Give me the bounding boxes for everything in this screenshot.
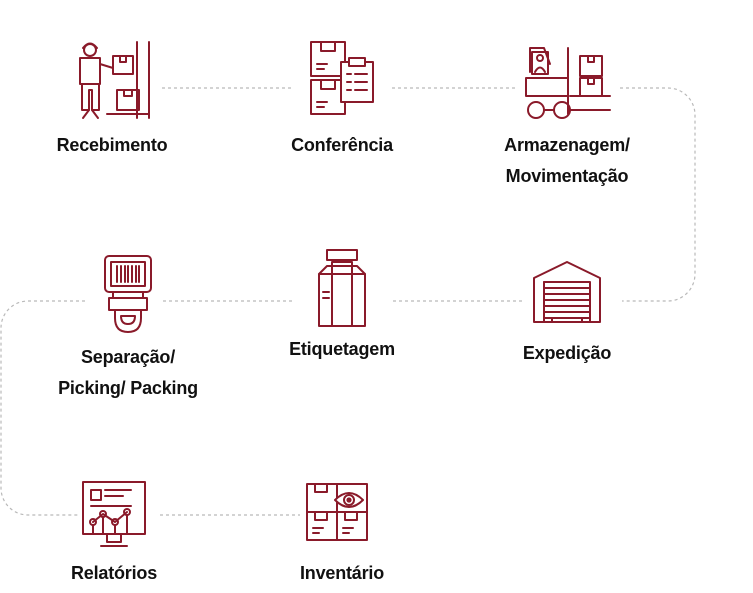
step-label: Etiquetagem: [289, 339, 395, 359]
tape-box-icon: [318, 249, 366, 327]
step-recebimento: Recebimento: [22, 38, 202, 161]
report-screen-icon: [82, 481, 146, 547]
step-inventario: Inventário: [252, 476, 432, 589]
step-etiquetagem: Etiquetagem: [252, 248, 432, 365]
step-label: Conferência: [291, 135, 393, 155]
step-label: Recebimento: [56, 135, 168, 155]
warehouse-icon: [533, 261, 601, 323]
step-label: Separação/ Picking/ Packing: [58, 347, 198, 398]
step-separacao: Separação/ Picking/ Packing: [38, 252, 218, 404]
forklift-icon: [525, 47, 611, 119]
worker-boxes-icon: [79, 41, 150, 119]
step-label: Inventário: [299, 563, 385, 583]
boxes-clipboard-icon: [310, 41, 374, 115]
barcode-scanner-icon: [104, 255, 152, 333]
step-conferencia: Conferência: [252, 38, 432, 161]
step-expedicao: Expedição: [477, 256, 657, 369]
step-label: Expedição: [522, 343, 612, 363]
step-label: Relatórios: [70, 563, 158, 583]
boxes-eye-icon: [306, 483, 368, 541]
step-armazenagem: Armazenagem/ Movimentação: [477, 38, 657, 192]
step-label: Armazenagem/ Movimentação: [504, 135, 630, 186]
step-relatorios: Relatórios: [24, 476, 204, 589]
